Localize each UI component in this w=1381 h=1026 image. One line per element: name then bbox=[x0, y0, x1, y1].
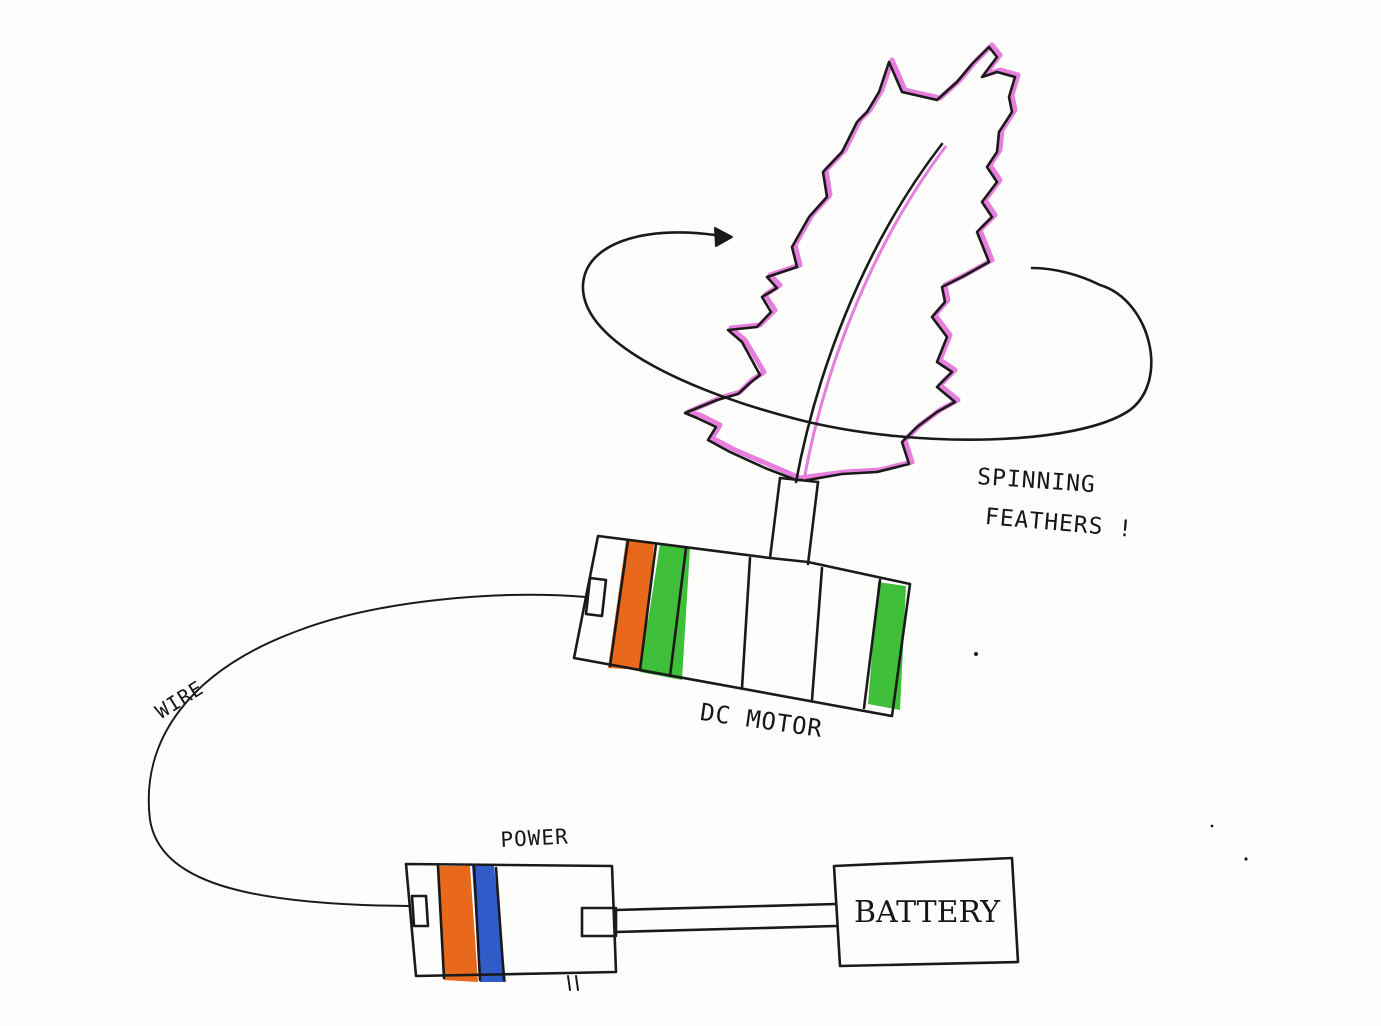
power-orange-band bbox=[438, 866, 478, 982]
feather-pink-outline bbox=[685, 42, 1021, 481]
power-port-left bbox=[410, 894, 430, 928]
motor-shaft bbox=[768, 476, 820, 566]
motor-green-band-left bbox=[640, 544, 690, 680]
rotation-arrow-head-icon bbox=[714, 227, 733, 247]
battery-box bbox=[832, 856, 1020, 968]
motor-orange-band bbox=[608, 540, 654, 670]
battery-cable bbox=[614, 902, 838, 934]
feather-outline bbox=[683, 45, 1017, 482]
rotation-path bbox=[581, 231, 1153, 441]
power-port-right bbox=[580, 906, 618, 938]
dc-motor bbox=[572, 534, 912, 718]
wire bbox=[147, 593, 587, 907]
motor-body-outline bbox=[572, 534, 912, 718]
feather bbox=[683, 42, 1021, 484]
feather-shaft-pink bbox=[802, 145, 948, 481]
power-label: POWER bbox=[499, 824, 570, 852]
feather-shaft bbox=[794, 142, 944, 484]
power-module bbox=[404, 862, 618, 991]
motor-connector-port bbox=[584, 576, 608, 618]
power-blue-band bbox=[472, 866, 506, 982]
power-body-outline bbox=[404, 862, 618, 978]
battery-label: BATTERY bbox=[854, 895, 1001, 930]
